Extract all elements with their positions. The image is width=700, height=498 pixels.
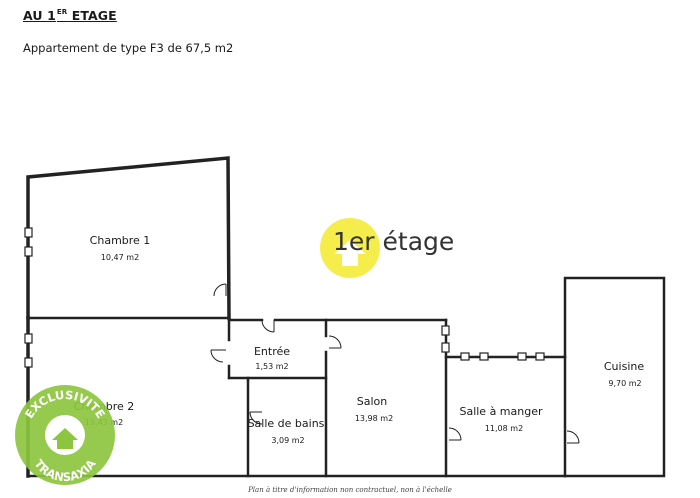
door-swing xyxy=(566,430,580,444)
room-salon: Salon 13,98 m2 xyxy=(355,395,393,423)
room-name: Salle à manger xyxy=(459,405,543,418)
room-area: 10,47 m2 xyxy=(101,253,139,262)
room-area: 3,09 m2 xyxy=(271,436,304,445)
room-name: Salle de bains xyxy=(248,417,325,430)
room-name: Salon xyxy=(357,395,388,408)
door-swing xyxy=(448,427,462,441)
room-entree: Entrée 1,53 m2 xyxy=(254,345,290,371)
badge-house-icon xyxy=(52,428,78,449)
exclusivity-badge: EXCLUSIVITE TRANSAXIA xyxy=(15,385,115,485)
door-swing xyxy=(249,411,263,425)
disclaimer-footnote: Plan à titre d'information non contractu… xyxy=(248,486,452,494)
room-name: Cuisine xyxy=(604,360,644,373)
door-swing xyxy=(261,319,275,333)
door-swing xyxy=(210,349,224,363)
window-marker xyxy=(460,352,470,361)
room-cuisine: Cuisine 9,70 m2 xyxy=(604,360,644,388)
window-marker xyxy=(441,342,450,353)
room-name: Entrée xyxy=(254,345,290,358)
room-salle-de-bains: Salle de bains 3,09 m2 xyxy=(248,417,325,445)
room-salle-a-manger: Salle à manger 11,08 m2 xyxy=(459,405,543,433)
windows xyxy=(24,227,545,368)
doors xyxy=(210,283,580,444)
room-area: 13,98 m2 xyxy=(355,414,393,423)
room-area: 9,70 m2 xyxy=(608,379,641,388)
watermark-label: 1er étage xyxy=(333,227,454,256)
room-name: Chambre 1 xyxy=(90,234,151,247)
window-marker xyxy=(479,352,489,361)
room-area: 11,08 m2 xyxy=(485,424,523,433)
door-swing xyxy=(328,335,342,349)
window-marker xyxy=(24,333,33,344)
window-marker xyxy=(441,325,450,336)
apartment-description: Appartement de type F3 de 67,5 m2 xyxy=(23,41,234,55)
window-marker xyxy=(24,357,33,368)
window-marker xyxy=(24,246,33,257)
walls xyxy=(26,156,666,478)
door-swing xyxy=(213,283,227,297)
window-marker xyxy=(535,352,545,361)
watermark-house-icon xyxy=(334,240,366,266)
room-chambre-1: Chambre 1 10,47 m2 xyxy=(90,234,151,262)
window-marker xyxy=(24,227,33,238)
room-area: 1,53 m2 xyxy=(255,362,288,371)
floor-title: AU 1ER ETAGE xyxy=(23,8,117,23)
window-marker xyxy=(517,352,527,361)
floor-watermark: 1er étage xyxy=(320,218,454,278)
